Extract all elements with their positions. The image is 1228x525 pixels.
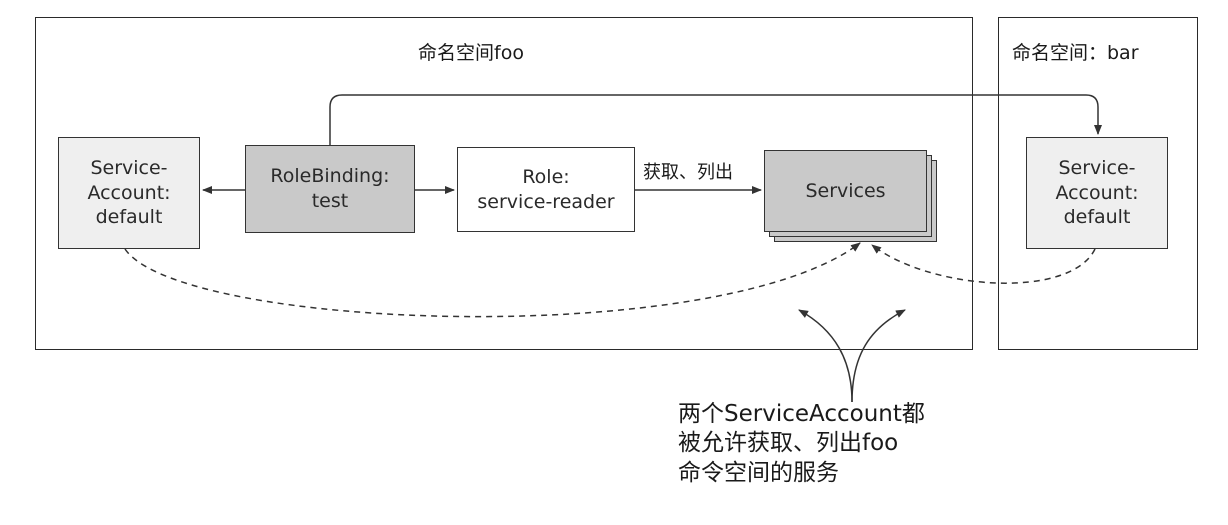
service-account-bar-line1: Service- [1058, 156, 1136, 179]
annotation-note: 两个ServiceAccount都 被允许获取、列出foo 命令空间的服务 [678, 400, 925, 488]
annotation-line1: 两个ServiceAccount都 [678, 401, 925, 427]
role-node: Role: service-reader [457, 147, 635, 232]
rolebinding-node: RoleBinding: test [245, 145, 415, 233]
namespace-bar-title: 命名空间：bar [1012, 42, 1139, 64]
namespace-foo-title: 命名空间foo [418, 42, 524, 64]
role-line2: service-reader [477, 190, 615, 213]
service-account-bar-node: Service- Account: default [1026, 137, 1168, 249]
role-to-services-label: 获取、列出 [643, 162, 733, 183]
service-account-bar-line2: Account: [1055, 181, 1139, 204]
service-account-foo-line2: Account: [87, 181, 171, 204]
service-account-foo-line3: default [95, 206, 163, 229]
services-node: Services [764, 150, 927, 232]
role-line1: Role: [522, 165, 570, 188]
service-account-bar-line3: default [1063, 206, 1131, 229]
rolebinding-line2: test [311, 190, 349, 212]
annotation-line3: 命令空间的服务 [678, 459, 839, 486]
service-account-foo-line1: Service- [90, 156, 168, 179]
rolebinding-line1: RoleBinding: [270, 165, 390, 188]
service-account-foo-node: Service- Account: default [58, 137, 200, 249]
annotation-line2: 被允许获取、列出foo [678, 430, 899, 457]
services-label: Services [805, 179, 886, 202]
